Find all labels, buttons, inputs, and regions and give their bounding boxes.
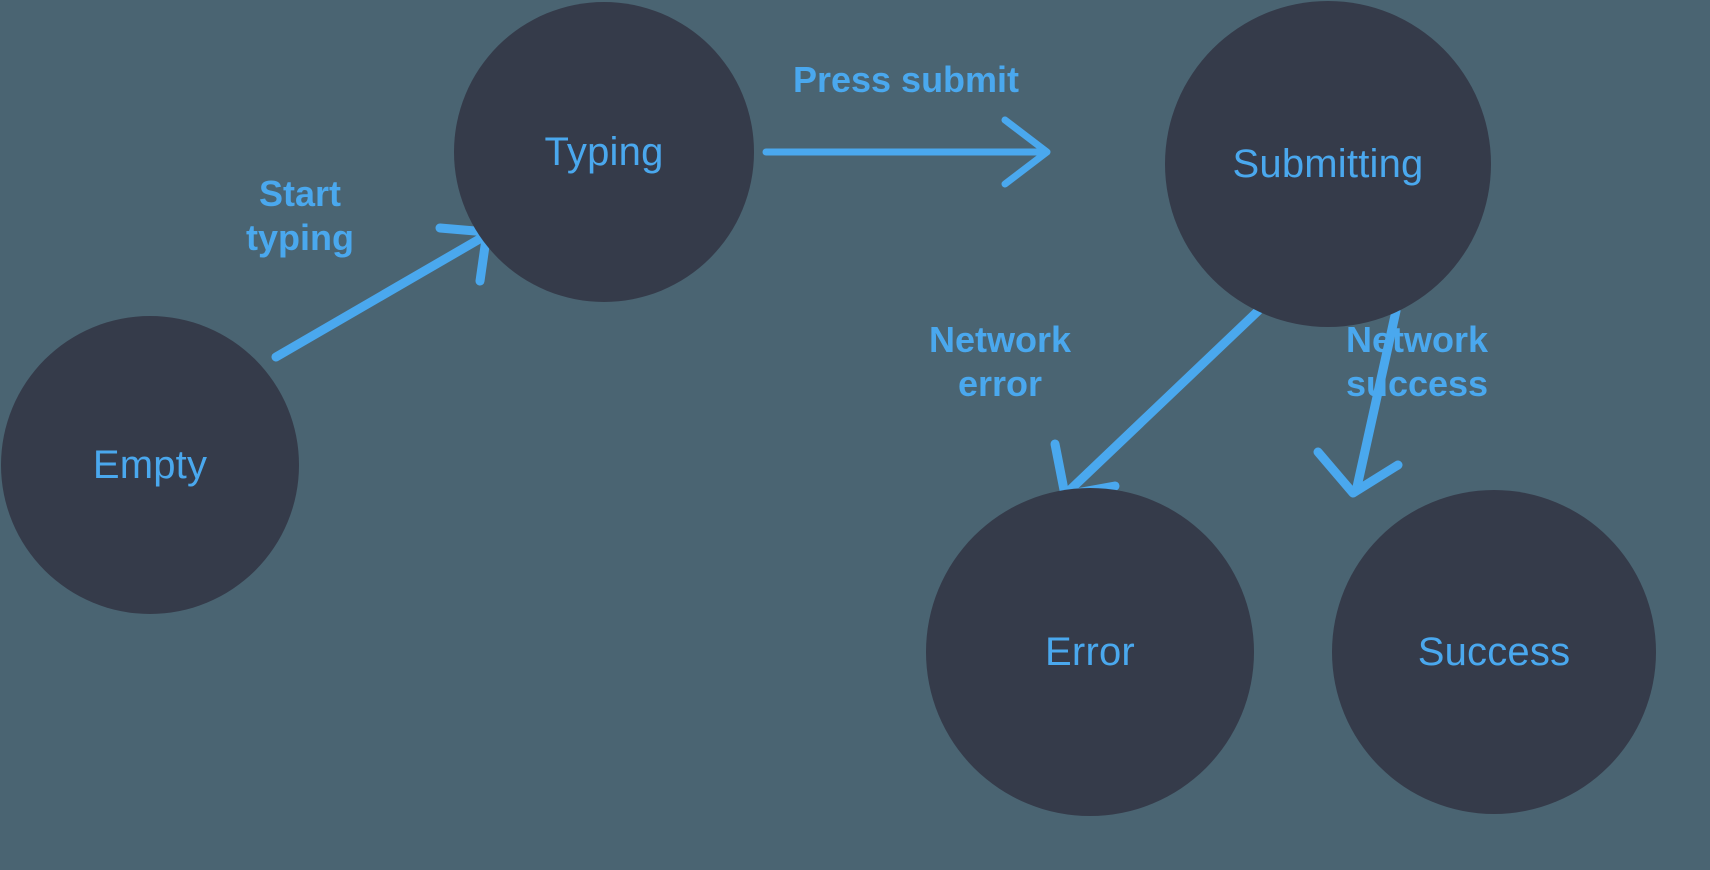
state-label-submitting: Submitting — [1232, 142, 1424, 186]
state-node-submitting[interactable]: Submitting — [1165, 1, 1491, 327]
state-node-error[interactable]: Error — [926, 488, 1254, 816]
state-node-typing[interactable]: Typing — [454, 2, 754, 302]
state-label-typing: Typing — [544, 130, 664, 174]
state-label-error: Error — [1045, 630, 1135, 674]
state-label-empty: Empty — [92, 443, 208, 487]
transition-label-network-error: Network error — [928, 319, 1072, 404]
transition-arrow-press-submit — [762, 116, 1051, 188]
state-node-success[interactable]: Success — [1332, 490, 1656, 814]
transition-label-network-success: Network success — [1345, 319, 1489, 404]
state-label-success: Success — [1417, 630, 1571, 674]
state-node-empty[interactable]: Empty — [1, 316, 299, 614]
transition-label-start-typing: Start typing — [246, 173, 354, 258]
transition-label-press-submit: Press submit — [792, 59, 1020, 100]
